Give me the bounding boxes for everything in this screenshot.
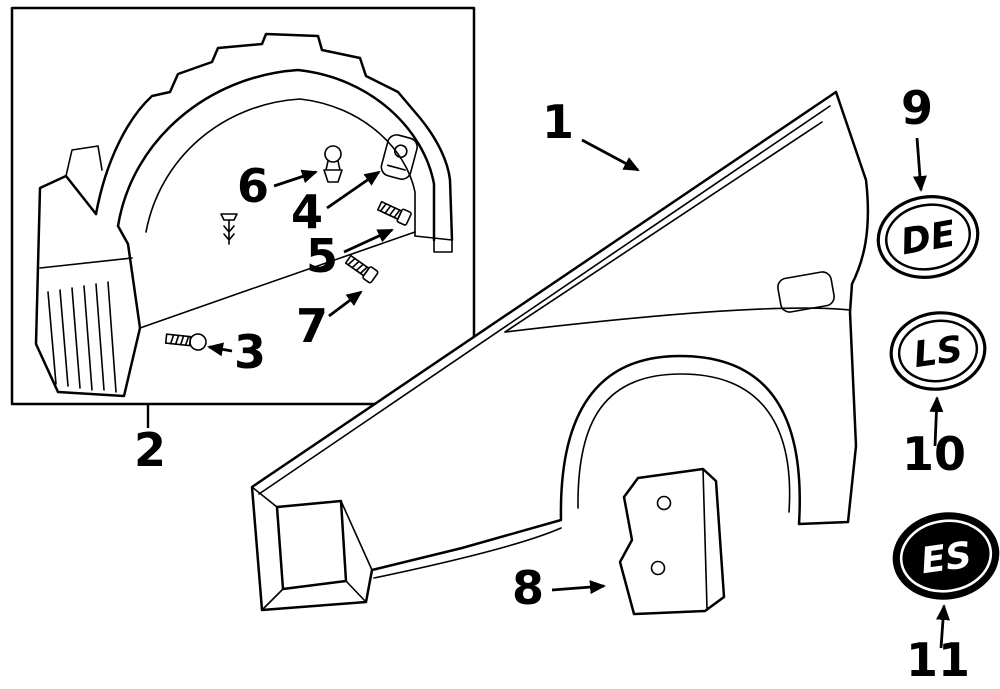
callout-9-arrow	[912, 137, 927, 192]
callout-8-label[interactable]: 8	[512, 561, 544, 615]
liner-stepped-top-edge	[94, 32, 454, 242]
liner-right-end-bracket	[414, 235, 453, 253]
callout-7: 7	[296, 290, 363, 353]
fender-front-bracket	[251, 486, 373, 611]
mud-guard-hole-top	[656, 495, 672, 511]
emblem-es: ES	[892, 512, 1000, 600]
callout-6-arrow	[273, 169, 318, 188]
callout-1: 1	[542, 95, 640, 172]
screw-5-threads	[379, 202, 401, 219]
callout-6-label[interactable]: 6	[237, 159, 269, 213]
callout-5-arrow	[343, 228, 394, 254]
callout-10: 10	[902, 396, 966, 481]
emblem-de-outer	[876, 195, 980, 279]
mud-guard-group: 8	[512, 467, 726, 616]
bolt-7-threads	[347, 257, 369, 275]
liner-left-block	[34, 174, 142, 398]
ball-stud-part	[323, 145, 343, 183]
screw-part-5	[377, 200, 412, 226]
callout-4-arrow	[326, 170, 381, 210]
emblem-es-text: ES	[918, 535, 974, 583]
callout-9-label[interactable]: 9	[901, 81, 933, 135]
callout-3: 3	[207, 325, 266, 379]
emblem-de: DE	[876, 195, 980, 279]
screw-5-shaft	[377, 200, 403, 220]
callout-4-label[interactable]: 4	[291, 185, 323, 239]
emblem-ls-text: LS	[911, 329, 965, 376]
wheel-arch-flange-line	[577, 373, 791, 513]
callout-2-label[interactable]: 2	[134, 423, 166, 477]
fender-group: 1	[250, 90, 870, 612]
emblem-de-inner	[885, 203, 971, 271]
bracket-clip-slot	[386, 164, 406, 171]
screw-part-3	[164, 333, 207, 351]
screw-3-head	[189, 333, 207, 351]
callout-6: 6	[237, 159, 318, 213]
emblem-es-inner	[899, 519, 993, 593]
emblem-de-text: DE	[898, 213, 959, 263]
callout-10-arrow	[929, 396, 944, 447]
bolt-7-shaft	[344, 254, 370, 277]
emblem-ls: LS	[889, 311, 987, 391]
fender-lower-edge-line	[373, 527, 562, 579]
mud-guard-fold-line	[702, 468, 708, 609]
callout-8-arrow	[551, 580, 606, 595]
bracket-depth-lines	[251, 486, 373, 611]
bracket-clip-hole	[394, 144, 408, 159]
liner-inner-bottom-line	[139, 231, 416, 329]
callout-9: 9	[901, 81, 933, 192]
fender-upper-crease-line	[504, 121, 823, 333]
mud-guard-outline	[618, 467, 726, 616]
callout-3-arrow	[207, 342, 233, 357]
callout-10-label[interactable]: 10	[902, 427, 966, 481]
callout-11-arrow	[936, 604, 950, 649]
liner-left-block-tab	[65, 145, 103, 177]
liner-rib-lines	[47, 281, 117, 393]
callout-1-label[interactable]: 1	[542, 95, 574, 149]
callout-11-label[interactable]: 11	[906, 633, 970, 687]
screw-3-threads	[169, 334, 190, 347]
mud-guard-hole-bottom	[650, 560, 666, 576]
callout-7-arrow	[328, 290, 363, 318]
emblems-group: DE 9 LS 10 ES 11	[876, 81, 1000, 687]
fender-outline	[250, 90, 870, 612]
inset-box-border	[10, 6, 476, 406]
bolt-part-7	[344, 254, 379, 284]
emblem-es-outer	[892, 512, 1000, 600]
callout-2: 2	[134, 404, 166, 477]
emblem-ls-inner	[897, 319, 979, 383]
emblem-ls-outer	[889, 311, 987, 391]
push-clip-part	[220, 213, 238, 245]
callout-3-label[interactable]: 3	[234, 325, 266, 379]
bracket-clip-body	[380, 134, 418, 180]
inset-box-group: 6 4 5 7 3 2	[10, 6, 476, 477]
side-marker-opening	[777, 271, 835, 313]
fender-body-crease-line	[504, 307, 851, 333]
liner-left-block-divider	[39, 257, 133, 269]
ball-stud-head	[324, 145, 342, 163]
liner-inner-arch	[145, 98, 416, 237]
callout-5-label[interactable]: 5	[306, 229, 338, 283]
callout-1-arrow	[581, 138, 640, 172]
callout-4: 4	[291, 170, 381, 239]
liner-outer-arch	[116, 68, 436, 242]
callout-5: 5	[306, 228, 394, 283]
fender-top-flange-line	[258, 105, 831, 495]
bracket-clip-part	[380, 134, 418, 180]
ball-stud-body	[323, 160, 343, 183]
push-clip-body	[220, 213, 238, 245]
callout-7-label[interactable]: 7	[296, 299, 328, 353]
fender-liner	[34, 32, 454, 398]
side-marker-rect	[777, 271, 835, 313]
callout-8: 8	[512, 561, 606, 615]
callout-11: 11	[906, 604, 970, 687]
